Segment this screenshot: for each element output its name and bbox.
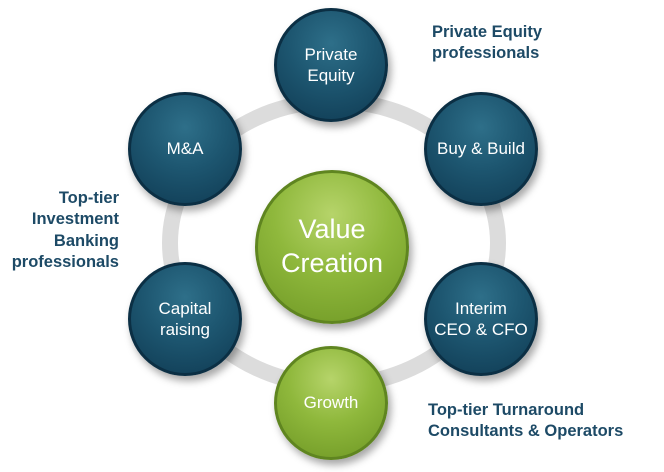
node-ma: M&A	[128, 92, 242, 206]
node-interim-ceo-cfo: Interim CEO & CFO	[424, 262, 538, 376]
node-private-equity-line2: Equity	[307, 66, 355, 85]
node-capital-raising: Capital raising	[128, 262, 242, 376]
caption-ib-line4: professionals	[11, 253, 119, 272]
caption-ib-professionals: Top-tier Investment Banking professional…	[12, 188, 119, 274]
caption-pe-line1: Private Equity	[432, 23, 543, 41]
caption-turnaround: Top-tier Turnaround Consultants & Operat…	[428, 400, 623, 443]
node-interim-line2: CEO & CFO	[434, 320, 528, 339]
caption-pe-professionals: Private Equity professionals	[432, 22, 542, 65]
node-buy-build-label: Buy & Build	[437, 139, 525, 159]
node-interim-line1: Interim	[455, 298, 507, 318]
center-label-line1: Value	[298, 214, 366, 245]
node-private-equity: Private Equity	[274, 8, 388, 122]
node-capital-raising-line2: raising	[159, 320, 211, 339]
center-label-line2: Creation	[280, 248, 384, 278]
node-ma-label: M&A	[166, 139, 204, 159]
node-private-equity-line1: Private	[304, 44, 358, 64]
node-growth: Growth	[274, 346, 388, 460]
caption-turnaround-line2: Consultants & Operators	[428, 422, 624, 441]
node-capital-raising-line1: Capital	[158, 298, 212, 318]
caption-ib-line2: Investment	[31, 210, 119, 229]
center-value-creation: Value Creation	[255, 170, 409, 324]
node-growth-label: Growth	[303, 393, 359, 413]
caption-pe-line2: professionals	[432, 44, 540, 63]
caption-ib-line1: Top-tier	[58, 189, 119, 207]
caption-turnaround-line1: Top-tier Turnaround	[428, 401, 585, 419]
node-buy-build: Buy & Build	[424, 92, 538, 206]
caption-ib-line3: Banking	[53, 231, 119, 250]
